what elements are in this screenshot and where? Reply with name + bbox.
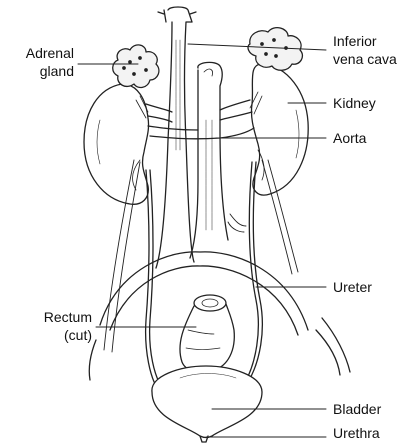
right-ureter — [244, 162, 262, 384]
label-ivc-line2: vena cava — [333, 50, 397, 68]
left-ureter — [146, 170, 164, 392]
renal-vessels — [136, 92, 262, 139]
bladder — [152, 366, 262, 442]
label-rectum: Rectum (cut) — [8, 308, 92, 344]
left-adrenal-gland — [113, 45, 159, 88]
label-ivc-line1: Inferior — [333, 32, 397, 50]
side-vessels — [104, 160, 298, 352]
label-bladder: Bladder — [333, 400, 381, 418]
label-aorta: Aorta — [333, 129, 366, 147]
label-urethra: Urethra — [333, 424, 380, 442]
label-ureter: Ureter — [333, 278, 372, 296]
pelvic-outline — [89, 252, 350, 380]
label-kidney: Kidney — [333, 94, 376, 112]
label-adrenal-line2: gland — [8, 62, 74, 80]
label-rectum-line1: Rectum — [8, 308, 92, 326]
label-adrenal-line1: Adrenal — [8, 44, 74, 62]
left-kidney — [84, 84, 149, 204]
label-inferior-vena-cava: Inferior vena cava — [333, 32, 397, 68]
label-adrenal-gland: Adrenal gland — [8, 44, 74, 80]
label-rectum-line2: (cut) — [8, 326, 92, 344]
aorta — [190, 62, 228, 258]
rectum-cut — [180, 295, 234, 372]
right-kidney — [251, 64, 308, 195]
